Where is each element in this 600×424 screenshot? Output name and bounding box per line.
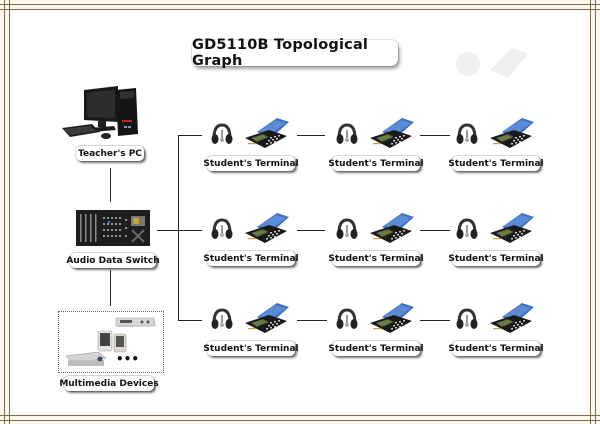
student-terminal-label-text: Student's Terminal [203,158,299,169]
student-terminal-device-icon [370,213,414,243]
student-terminal-label: Student's Terminal [448,156,544,171]
student-terminal-label-text: Student's Terminal [328,253,424,264]
student-terminal-device-icon [370,118,414,148]
watermark-terminal-icon [456,48,528,78]
connector-r3-c2-c3 [420,320,450,321]
teacher-pc-label-text: Teacher's PC [78,148,142,159]
student-terminal-label-text: Student's Terminal [328,158,424,169]
bus-branch-row-1 [178,135,202,136]
audio-switch-label: Audio Data Switch [66,253,160,268]
headset-icon [336,123,358,144]
border-bottom-inner [0,415,600,416]
student-terminal-r1-c3: Student's Terminal [448,118,550,182]
student-terminal-label: Student's Terminal [203,341,299,356]
border-bottom-outer [0,420,600,421]
multimedia-devices-icon: ••• [65,317,156,366]
student-terminal-label-text: Student's Terminal [448,343,544,354]
border-left-inner [9,0,10,424]
student-terminal-device-icon [490,118,534,148]
connector-pc-switch [110,168,111,202]
connector-r1-c1-c2 [297,135,325,136]
bus-branch-row-2 [178,230,202,231]
student-terminal-label: Student's Terminal [203,251,299,266]
student-terminal-r1-c1: Student's Terminal [203,118,305,182]
border-top-inner [0,9,600,10]
student-terminal-device-icon [245,118,289,148]
connector-switch-multimedia [110,270,111,306]
multimedia-devices-label: Multimedia Devices [59,376,159,391]
headset-icon [456,123,478,144]
audio-switch-label-text: Audio Data Switch [66,255,160,266]
student-terminal-device-icon [370,303,414,333]
connector-switch-bus [157,230,178,231]
border-right-outer [595,0,596,424]
student-terminal-r3-c3: Student's Terminal [448,303,550,367]
bus-branch-row-3 [178,320,202,321]
connector-r1-c2-c3 [420,135,450,136]
student-terminal-label-text: Student's Terminal [328,343,424,354]
student-terminal-label: Student's Terminal [448,341,544,356]
student-terminal-r3-c2: Student's Terminal [328,303,430,367]
desktop-computer-icon [62,86,138,139]
diagram-title: GD5110B Topological Graph [192,37,369,69]
student-terminal-device-icon [245,213,289,243]
audio-switch-rack-icon [76,210,150,246]
student-terminal-label-text: Student's Terminal [448,253,544,264]
connector-r2-c1-c2 [297,230,325,231]
terminal-bus-line [178,135,179,321]
headset-icon [211,123,233,144]
student-terminal-label: Student's Terminal [203,156,299,171]
student-terminal-label: Student's Terminal [328,341,424,356]
teacher-pc-label: Teacher's PC [76,146,144,161]
student-terminal-label-text: Student's Terminal [203,343,299,354]
multimedia-devices-label-text: Multimedia Devices [59,378,159,389]
student-terminal-r2-c2: Student's Terminal [328,213,430,277]
headset-icon [336,308,358,329]
student-terminal-device-icon [245,303,289,333]
student-terminal-label: Student's Terminal [328,156,424,171]
student-terminal-label-text: Student's Terminal [203,253,299,264]
multimedia-devices-group [58,311,164,373]
connector-r3-c1-c2 [297,320,327,321]
headset-icon [211,218,233,239]
diagram-title-box: GD5110B Topological Graph [192,37,398,69]
headset-icon [456,218,478,239]
headset-icon [336,218,358,239]
headset-icon [456,308,478,329]
border-left-outer [4,0,5,424]
student-terminal-r1-c2: Student's Terminal [328,118,430,182]
headset-icon [211,308,233,329]
border-top-outer [0,4,600,5]
border-right-inner [590,0,591,424]
connector-r2-c2-c3 [420,230,450,231]
student-terminal-r2-c1: Student's Terminal [203,213,305,277]
student-terminal-r3-c1: Student's Terminal [203,303,305,367]
student-terminal-label: Student's Terminal [328,251,424,266]
student-terminal-device-icon [490,303,534,333]
student-terminal-label: Student's Terminal [448,251,544,266]
multimedia-ellipsis: ••• [116,352,139,366]
student-terminal-device-icon [490,213,534,243]
student-terminal-r2-c3: Student's Terminal [448,213,550,277]
student-terminal-label-text: Student's Terminal [448,158,544,169]
